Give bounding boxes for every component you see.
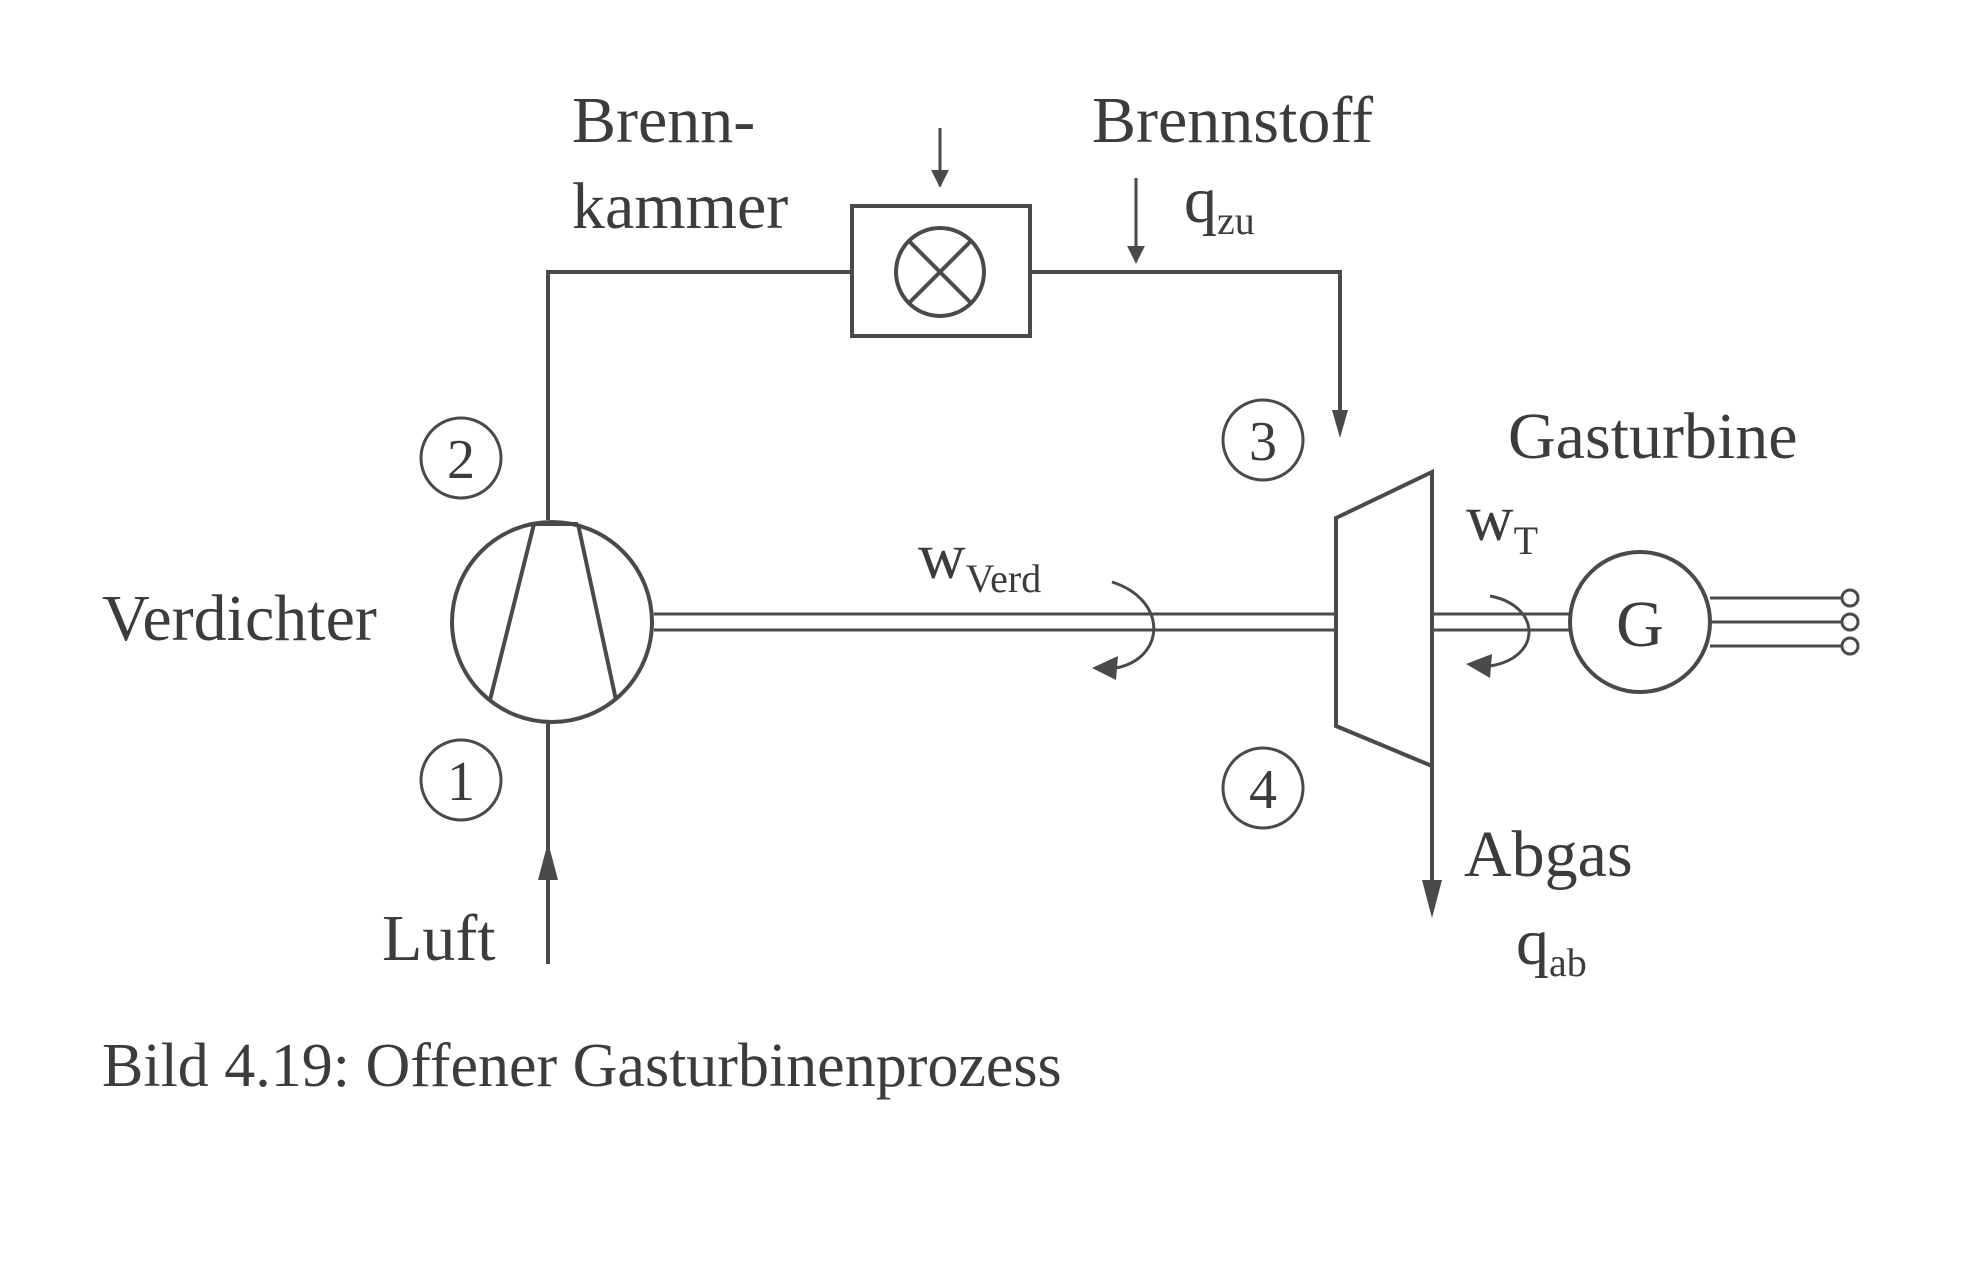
terminal-icon — [1840, 612, 1860, 632]
compressor-work-label: wVerd — [918, 520, 1041, 601]
compressor-blades-icon — [488, 522, 618, 701]
terminal-icon — [1840, 588, 1860, 608]
state-label: 2 — [447, 429, 475, 491]
luft-label: Luft — [382, 902, 496, 975]
state-marker-circle — [1221, 398, 1305, 482]
state-label: 1 — [447, 751, 475, 813]
brennstoff-label: Brennstoff — [1092, 84, 1373, 157]
pipe-compressor-to-combustor — [546, 270, 852, 520]
brennkammer-label-line1: Brenn- — [572, 84, 755, 157]
pipe-combustor-to-turbine — [1030, 270, 1342, 418]
state-marker-circle — [419, 416, 503, 500]
turbine-symbol — [1334, 468, 1434, 769]
exhaust-arrow-icon — [1422, 880, 1442, 918]
shaft-compressor-turbine — [654, 612, 1336, 632]
state-marker-circle — [419, 738, 503, 822]
terminal-icon — [1840, 636, 1860, 656]
rotation-arrow-wt-icon — [1489, 594, 1531, 668]
abgas-label: Abgas — [1464, 818, 1633, 891]
gasturbine-label: Gasturbine — [1508, 400, 1798, 473]
generator-label: G — [1616, 588, 1664, 661]
verdichter-label: Verdichter — [102, 582, 377, 655]
combustion-symbol-icon — [894, 226, 986, 318]
rotation-arrow-wverd-icon — [1111, 580, 1156, 670]
figure-caption: Bild 4.19: Offener Gasturbinenprozess — [102, 1032, 1062, 1100]
state-marker-circle — [1221, 746, 1305, 830]
turbine-work-label: wT — [1466, 482, 1538, 563]
rotation-arrowhead-wverd-icon — [1092, 656, 1118, 680]
rotation-arrowhead-wt-icon — [1466, 654, 1492, 678]
heat-input-label: qzu — [1184, 164, 1255, 243]
combustion-cross-icon — [907, 239, 973, 305]
compressor-symbol — [450, 520, 654, 724]
heat-output-label: qab — [1516, 906, 1587, 985]
combustion-chamber-box — [850, 204, 1032, 338]
brennkammer-label-line2: kammer — [572, 170, 788, 243]
state-label: 3 — [1249, 411, 1277, 473]
air-inlet-arrow-icon — [538, 842, 558, 880]
shaft-turbine-generator — [1432, 612, 1570, 632]
state-label: 4 — [1249, 759, 1277, 821]
generator-output-lines — [1710, 596, 1842, 648]
flow-arrow-turbine-inlet — [1332, 410, 1348, 438]
